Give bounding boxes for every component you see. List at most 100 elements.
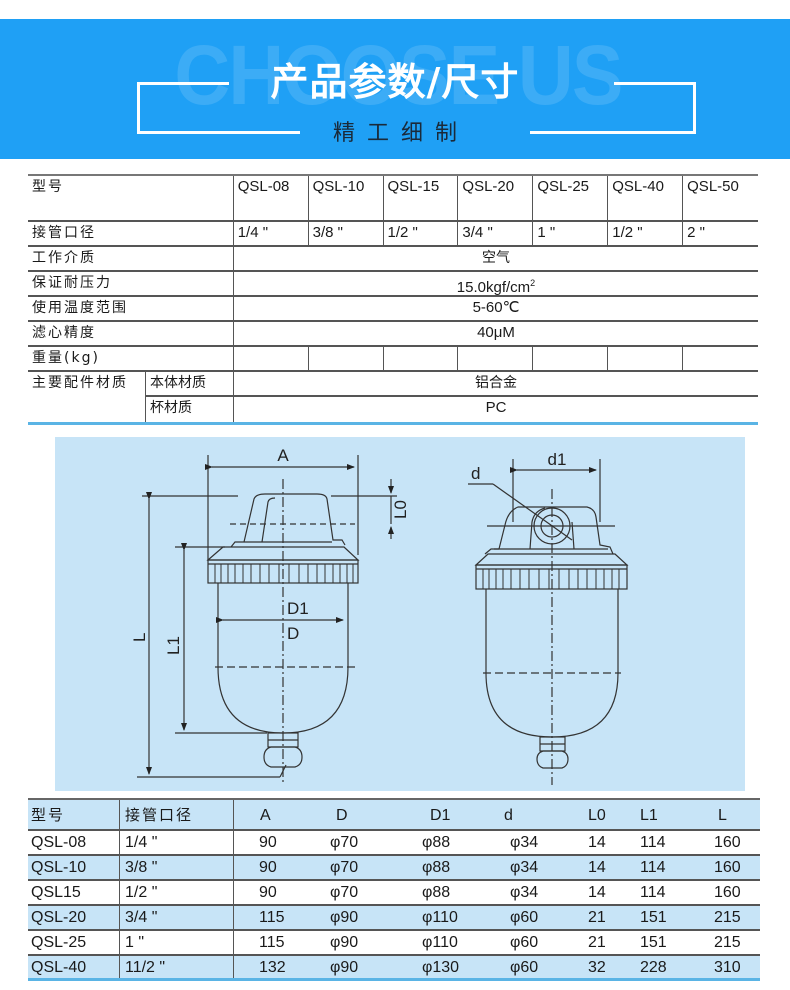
weight-cell bbox=[384, 347, 459, 370]
label-L0: L0 bbox=[391, 500, 410, 519]
table-row: QSL-10 3/8 " 90 φ70 φ88 φ34 14 114 160 bbox=[28, 856, 760, 881]
label-D: D bbox=[287, 624, 299, 643]
cell-D: φ90 bbox=[330, 909, 359, 926]
cell-L0: 21 bbox=[588, 934, 606, 951]
banner-title: 产品参数/尺寸 bbox=[270, 60, 520, 104]
cell-d: φ34 bbox=[510, 834, 539, 851]
port-cell: 1/2 " bbox=[608, 222, 684, 245]
cell-L: 160 bbox=[714, 884, 741, 901]
spec-row-model: 型号 QSL-08 QSL-10 QSL-15 QSL-20 QSL-25 QS… bbox=[28, 174, 758, 222]
header-model: 型号 bbox=[28, 800, 120, 829]
model-cell: QSL-40 bbox=[608, 176, 684, 220]
cell-port: 1/2 " bbox=[120, 881, 234, 904]
weight-cell bbox=[608, 347, 684, 370]
weight-cell bbox=[533, 347, 609, 370]
filter-value: 40μM bbox=[477, 324, 515, 341]
cell-L1: 151 bbox=[640, 909, 667, 926]
port-cell: 2 " bbox=[687, 224, 705, 241]
model-cell: QSL-08 bbox=[234, 176, 309, 220]
cell-L1: 151 bbox=[640, 934, 667, 951]
pressure-value-text: 15.0kgf/cm bbox=[456, 279, 531, 296]
bracket-right-top bbox=[614, 82, 696, 85]
cell-L0: 21 bbox=[588, 909, 606, 926]
material-subrows: 本体材质 铝合金 杯材质 PC bbox=[146, 372, 758, 422]
spec-row-port: 接管口径 1/4 " 3/8 " 1/2 " 3/4 " 1 " 1/2 " 2… bbox=[28, 222, 758, 247]
cell-A: 90 bbox=[259, 834, 277, 851]
cell-d: φ34 bbox=[510, 859, 539, 876]
label-D1: D1 bbox=[287, 599, 309, 618]
port-cell: 3/4 " bbox=[458, 222, 534, 245]
cell-A: 90 bbox=[259, 859, 277, 876]
cell-model: QSL-25 bbox=[28, 931, 120, 954]
cell-A: 115 bbox=[259, 934, 285, 951]
cell-A: 115 bbox=[259, 909, 285, 926]
label-d: d bbox=[471, 464, 480, 483]
spec-row-weight: 重量(kg) bbox=[28, 347, 758, 372]
cell-port: 11/2 " bbox=[120, 956, 234, 978]
filter-label: 滤心精度 bbox=[28, 322, 234, 345]
spec-row-pressure: 保证耐压力 15.0kgf/cm2 bbox=[28, 272, 758, 297]
bracket-right-side bbox=[693, 82, 696, 134]
pressure-value: 15.0kgf/cm2 bbox=[234, 272, 758, 296]
table-row: QSL15 1/2 " 90 φ70 φ88 φ34 14 114 160 bbox=[28, 881, 760, 906]
cell-port: 1/4 " bbox=[120, 831, 234, 854]
bracket-right-bottom bbox=[530, 131, 696, 134]
header-L0: L0 bbox=[588, 807, 606, 824]
port-cell: 1/2 " bbox=[384, 222, 459, 245]
header-d: d bbox=[504, 807, 513, 824]
banner-subtitle: 精工细制 bbox=[332, 121, 469, 146]
model-cell: QSL-20 bbox=[458, 176, 534, 220]
label-A: A bbox=[277, 446, 289, 465]
body-material-row: 本体材质 铝合金 bbox=[146, 372, 758, 397]
label-L1: L1 bbox=[164, 636, 183, 655]
banner-watermark: CHOOSE US bbox=[174, 28, 623, 122]
body-material-value: 铝合金 bbox=[475, 375, 517, 391]
cell-D: φ90 bbox=[330, 934, 359, 951]
spec-row-medium: 工作介质 空气 bbox=[28, 247, 758, 272]
cell-L1: 228 bbox=[640, 959, 667, 976]
label-d1: d1 bbox=[548, 450, 567, 469]
dimension-table-header: 型号 接管口径 A D D1 d L0 L1 L bbox=[28, 798, 760, 831]
medium-value: 空气 bbox=[482, 250, 510, 266]
cell-D1: φ88 bbox=[422, 884, 451, 901]
cell-L0: 14 bbox=[588, 884, 606, 901]
dimension-table: 型号 接管口径 A D D1 d L0 L1 L QSL-08 1/4 " 90… bbox=[28, 798, 760, 981]
cell-L0: 32 bbox=[588, 959, 606, 976]
cell-D1: φ88 bbox=[422, 859, 451, 876]
table-row: QSL-25 1 " 115 φ90 φ110 φ60 21 151 215 bbox=[28, 931, 760, 956]
spec-row-filter: 滤心精度 40μM bbox=[28, 322, 758, 347]
cell-d: φ60 bbox=[510, 934, 539, 951]
cell-d: φ60 bbox=[510, 959, 539, 976]
port-label: 接管口径 bbox=[28, 222, 234, 245]
cell-D: φ70 bbox=[330, 834, 359, 851]
model-cell: QSL-10 bbox=[309, 176, 384, 220]
dimension-diagram: A L0 L L1 D1 D d d1 bbox=[55, 437, 745, 791]
weight-label: 重量(kg) bbox=[28, 347, 234, 370]
cell-port: 3/8 " bbox=[120, 856, 234, 879]
filter-drawing: A L0 L L1 D1 D d d1 bbox=[130, 446, 629, 785]
cell-model: QSL-20 bbox=[28, 906, 120, 929]
cell-A: 132 bbox=[259, 959, 286, 976]
cup-material-label: 杯材质 bbox=[146, 397, 234, 422]
cell-L: 215 bbox=[714, 909, 741, 926]
body-material-label: 本体材质 bbox=[146, 372, 234, 395]
cell-L1: 114 bbox=[640, 834, 666, 851]
pressure-label: 保证耐压力 bbox=[28, 272, 234, 295]
cell-port: 1 " bbox=[120, 931, 234, 954]
cell-A: 90 bbox=[259, 884, 277, 901]
spec-row-temperature: 使用温度范围 5-60℃ bbox=[28, 297, 758, 322]
bracket-left-side bbox=[137, 82, 140, 134]
label-L: L bbox=[130, 633, 149, 642]
cell-L1: 114 bbox=[640, 859, 666, 876]
cell-D: φ70 bbox=[330, 859, 359, 876]
cell-model: QSL-10 bbox=[28, 856, 120, 879]
header-A: A bbox=[260, 807, 271, 824]
weight-cell bbox=[458, 347, 534, 370]
spec-table: 型号 QSL-08 QSL-10 QSL-15 QSL-20 QSL-25 QS… bbox=[28, 174, 758, 425]
temperature-label: 使用温度范围 bbox=[28, 297, 234, 320]
header-L1: L1 bbox=[640, 807, 658, 824]
cell-L: 160 bbox=[714, 859, 741, 876]
weight-cell bbox=[309, 347, 384, 370]
cell-L: 310 bbox=[714, 959, 741, 976]
table-row: QSL-40 11/2 " 132 φ90 φ130 φ60 32 228 31… bbox=[28, 956, 760, 981]
